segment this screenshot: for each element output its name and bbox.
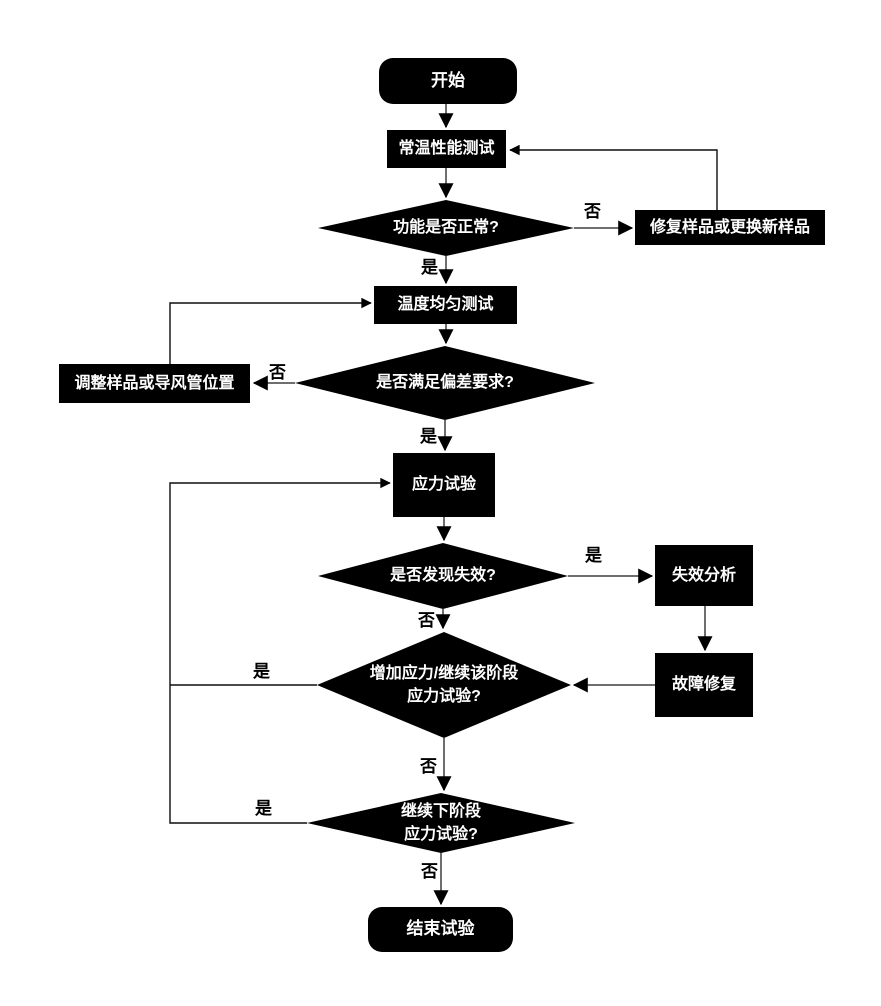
edge-label-no-deviation-ok: 否 <box>269 363 286 382</box>
edge-label-yes-deviation-ok: 是 <box>420 427 437 446</box>
node-next-stage-label-line1: 继续下阶段 <box>400 802 481 820</box>
edge-label-no-function-normal: 否 <box>584 202 601 221</box>
node-temp-uniformity-test-label: 温度均匀测试 <box>397 296 494 314</box>
node-start-label: 开始 <box>431 70 465 90</box>
node-start: 开始 <box>379 58 517 104</box>
node-end-label: 结束试验 <box>406 919 475 939</box>
node-normal-temp-test-label: 常温性能测试 <box>398 140 495 158</box>
edge-label-yes-next-stage: 是 <box>255 799 272 818</box>
node-repair-sample: 修复样品或更换新样品 <box>635 210 825 245</box>
edge-adjust-sample-loop-to-temp-uniformity <box>169 297 372 364</box>
edge-label-yes-failure-found: 是 <box>585 546 602 565</box>
edge-repair-sample-loop-to-normal-temp-test <box>509 144 718 210</box>
node-stress-test: 应力试验 <box>393 453 495 517</box>
edge-next-stage-yes-rail-to-stress-test <box>169 477 391 824</box>
edge-label-yes-increase-stress: 是 <box>253 662 270 681</box>
node-end: 结束试验 <box>368 907 513 952</box>
node-failure-analysis-label: 失效分析 <box>671 566 736 584</box>
node-adjust-sample-label: 调整样品或导风管位置 <box>74 374 235 392</box>
node-failure-found-label: 是否发现失效? <box>390 567 496 585</box>
edge-label-no-failure-found: 否 <box>418 611 435 630</box>
edge-label-no-next-stage: 否 <box>421 862 438 881</box>
node-temp-uniformity-test: 温度均匀测试 <box>374 286 517 324</box>
node-stress-test-label: 应力试验 <box>411 476 476 494</box>
edge-label-yes-function-normal: 是 <box>421 258 438 277</box>
node-increase-stress-label-line2: 应力试验? <box>407 688 481 705</box>
node-fault-repair: 故障修复 <box>655 653 753 717</box>
node-failure-analysis: 失效分析 <box>655 545 753 606</box>
node-adjust-sample: 调整样品或导风管位置 <box>59 364 250 403</box>
node-function-normal-label: 功能是否正常? <box>393 219 499 237</box>
node-normal-temp-test: 常温性能测试 <box>387 130 506 168</box>
node-next-stage-label-line2: 应力试验? <box>404 826 478 843</box>
edge-label-no-increase-stress: 否 <box>420 757 437 776</box>
node-repair-sample-label: 修复样品或更换新样品 <box>649 218 810 236</box>
node-deviation-ok-label: 是否满足偏差要求? <box>376 374 514 392</box>
node-fault-repair-label: 故障修复 <box>671 676 736 694</box>
node-increase-stress-label-line1: 增加应力/继续该阶段 <box>369 664 519 682</box>
